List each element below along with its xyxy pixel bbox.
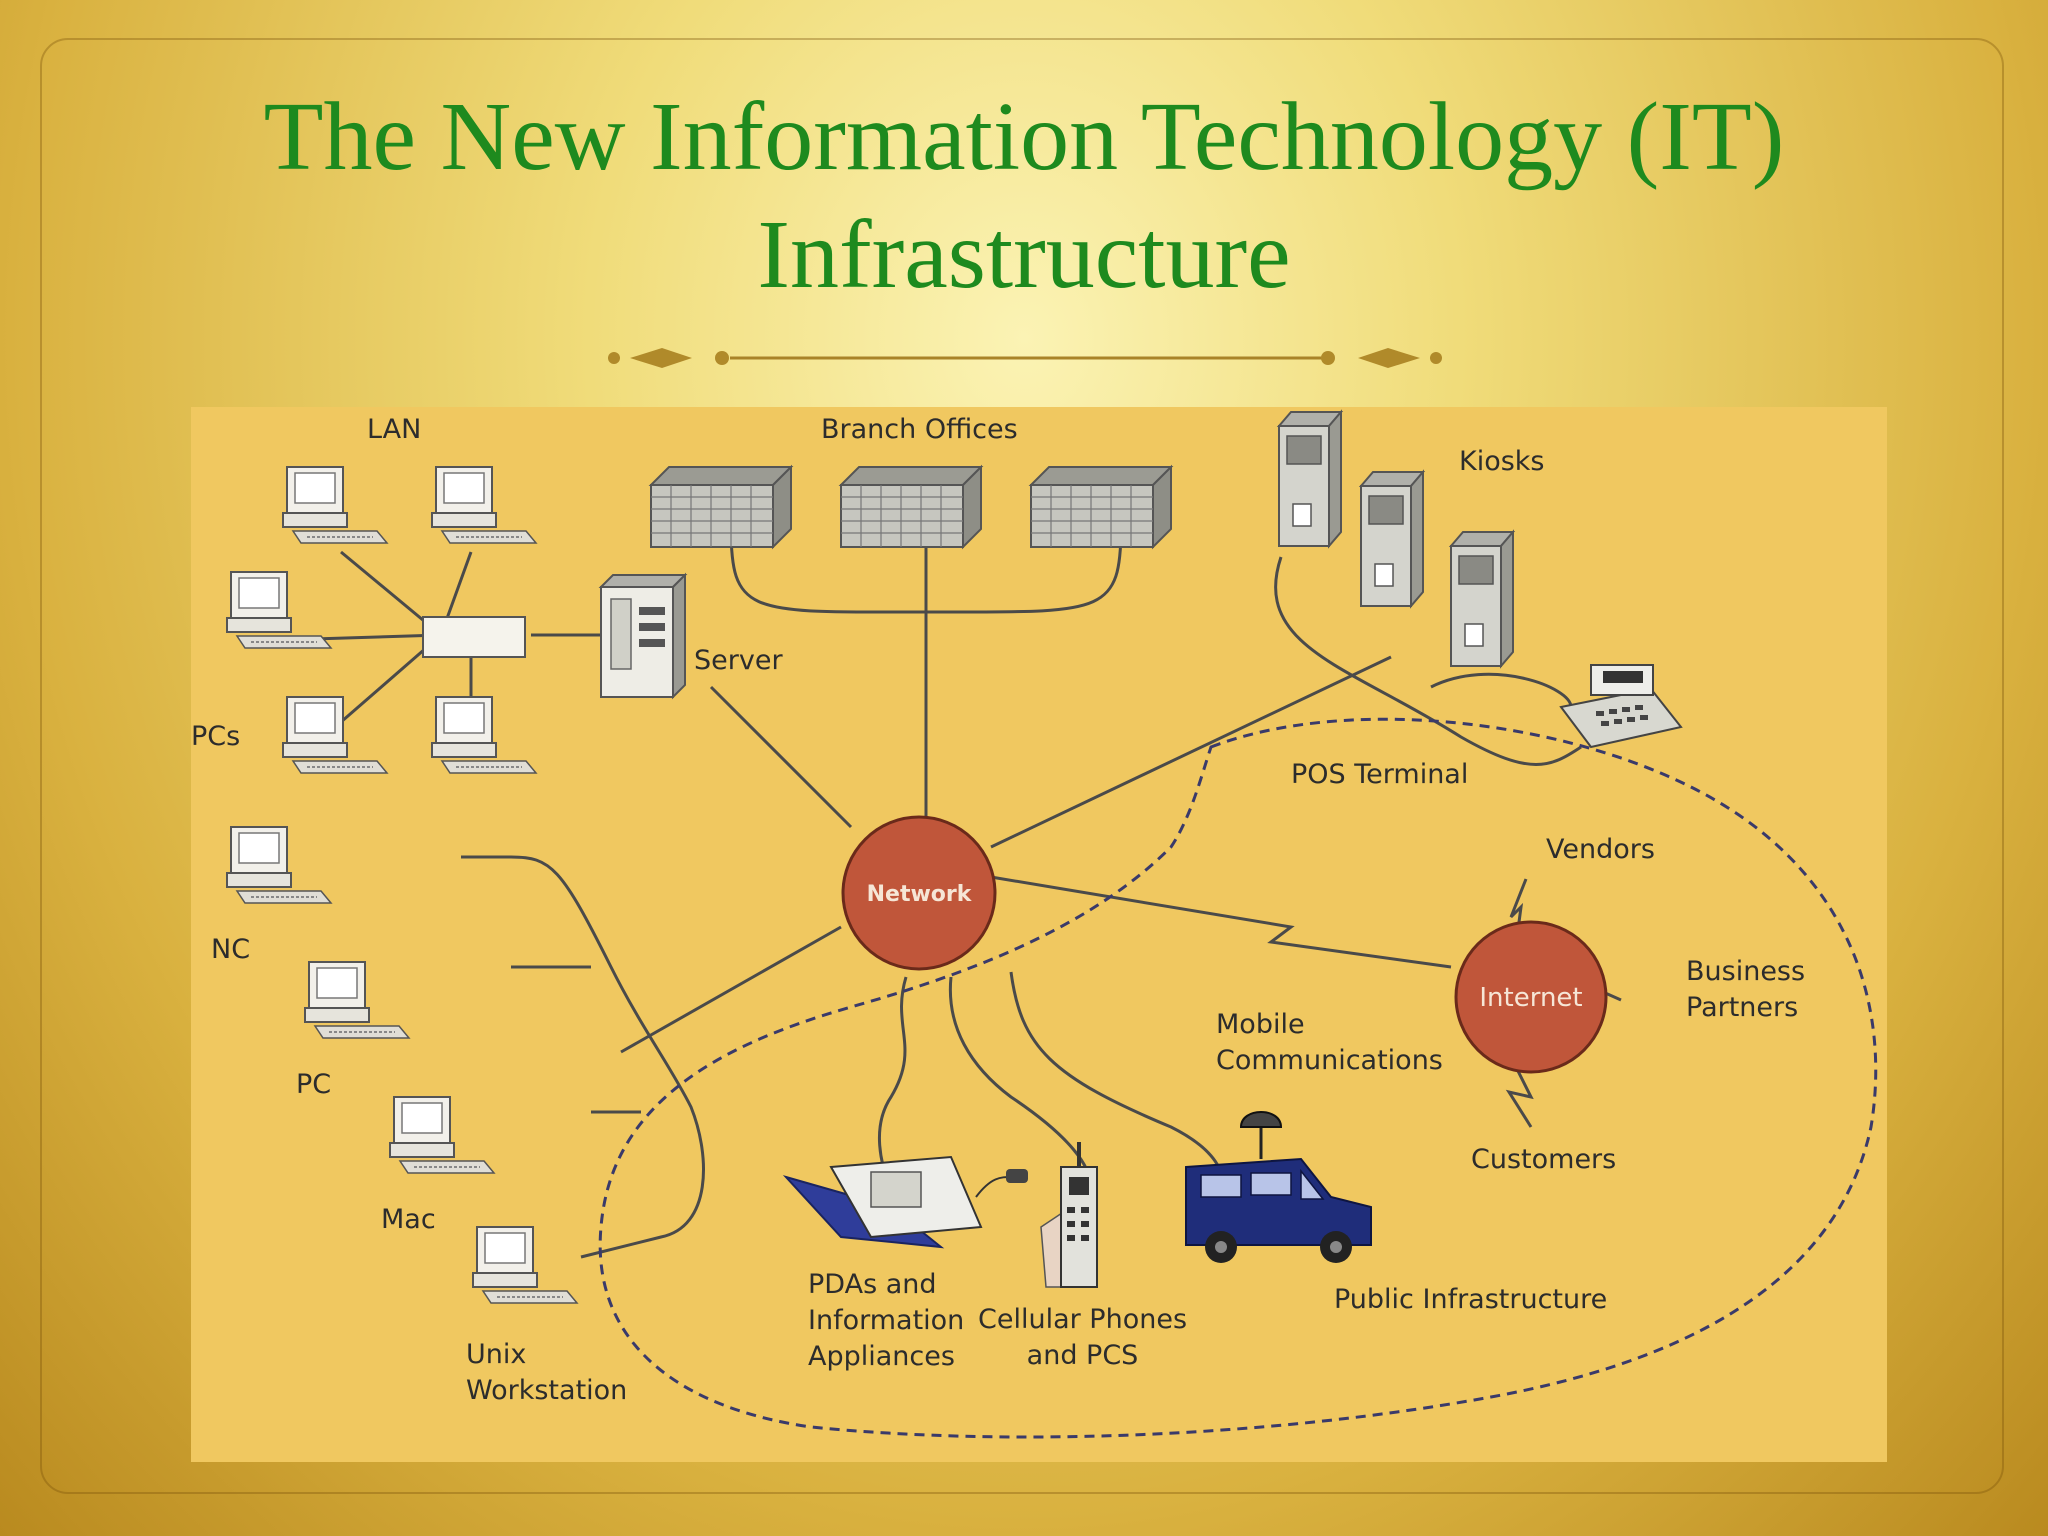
mac-label: Mac — [381, 1204, 436, 1235]
lan-pc-icon — [226, 571, 332, 649]
mac-computer-icon — [389, 1096, 495, 1174]
kiosk-icon — [1278, 411, 1342, 547]
pdas-label: PDAs and Information Appliances — [808, 1269, 965, 1372]
network-node — [841, 815, 997, 971]
title-line-1: The New Information Technology (IT) — [263, 83, 1785, 191]
branch-office-building-icon — [840, 466, 982, 548]
mobile-van-icon — [1185, 1111, 1372, 1263]
branch-office-building-icon — [650, 466, 792, 548]
it-infrastructure-diagram: Network Internet LAN PCs Branch Offices … — [191, 407, 1887, 1462]
kiosk-icon — [1450, 531, 1514, 667]
slide-frame — [40, 38, 2004, 1494]
cellular-phone-icon — [1040, 1142, 1098, 1288]
unix-workstation-icon — [472, 1226, 578, 1304]
pcs-label: PCs — [191, 721, 241, 752]
nc-label: NC — [211, 934, 251, 965]
lan-pc-icon — [431, 696, 537, 774]
kiosks-label: Kiosks — [1459, 446, 1545, 477]
lan-pc-icon — [282, 696, 388, 774]
pc-computer-icon — [304, 961, 410, 1039]
pda-icon — [782, 1155, 1028, 1249]
internet-label: Internet — [1479, 983, 1583, 1013]
title-line-2: Infrastructure — [757, 201, 1291, 309]
cellular-phones-label: Cellular Phones and PCS — [978, 1304, 1188, 1371]
title-divider-ornament — [608, 348, 1442, 368]
public-infrastructure-label: Public Infrastructure — [1334, 1284, 1608, 1315]
business-partners-label: Business Partners — [1686, 956, 1806, 1023]
pc-label: PC — [296, 1069, 332, 1100]
pos-terminal-icon — [1559, 664, 1683, 749]
customers-label: Customers — [1471, 1144, 1617, 1175]
pos-terminal-label: POS Terminal — [1291, 759, 1469, 790]
network-label: Network — [866, 882, 972, 907]
lan-pc-icon — [282, 466, 388, 544]
nc-computer-icon — [226, 826, 332, 904]
server-icon — [598, 572, 688, 700]
vendors-label: Vendors — [1546, 834, 1655, 865]
kiosk-icon — [1360, 471, 1424, 607]
lan-pc-icon — [431, 466, 537, 544]
slide-title: The New Information Technology (IT) Infr… — [0, 78, 2048, 314]
branch-offices-label: Branch Offices — [821, 414, 1018, 445]
branch-office-building-icon — [1030, 466, 1172, 548]
server-label: Server — [694, 645, 783, 676]
mobile-communications-label: Mobile Communications — [1216, 1009, 1443, 1076]
internet-node — [1454, 920, 1608, 1074]
unix-workstation-label: Unix Workstation — [466, 1339, 628, 1406]
lan-label: LAN — [367, 414, 422, 445]
lan-hub-icon — [422, 616, 526, 658]
